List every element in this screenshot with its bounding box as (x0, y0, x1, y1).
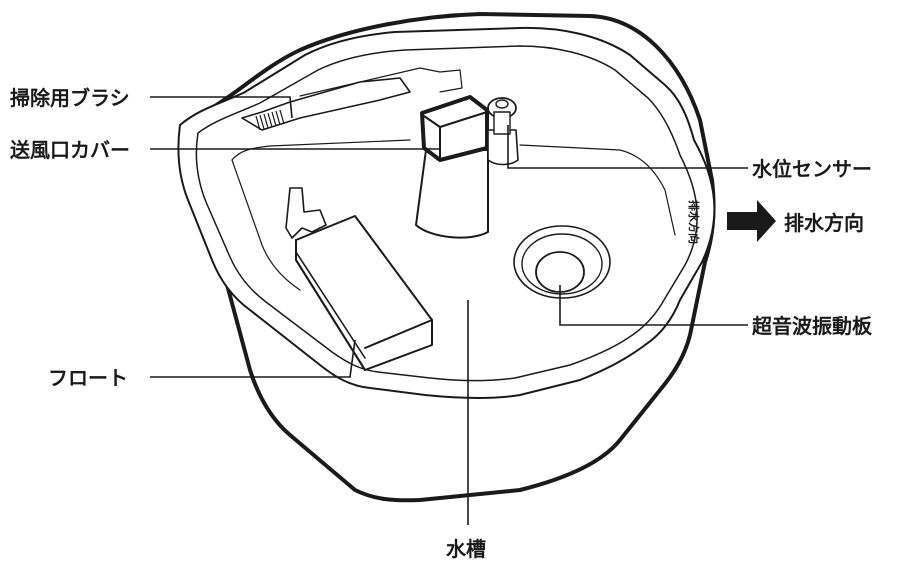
brush-bristles (255, 109, 285, 131)
label-drain-direction: 排水方向 (784, 211, 864, 235)
drain-arrow-icon (727, 200, 776, 242)
fan-vent-column (415, 149, 489, 239)
leader-sensor (507, 125, 748, 169)
water-level-sensor (487, 97, 519, 166)
ultrasonic-plate (513, 225, 611, 299)
label-brush: 掃除用ブラシ (10, 86, 130, 110)
embossed-drain-text: 排水方向 (687, 200, 701, 244)
brush-slot (299, 67, 463, 97)
fan-vent-cover (420, 95, 489, 162)
label-water-sensor: 水位センサー (752, 157, 872, 181)
float-arm (285, 187, 327, 239)
label-fan-cover: 送風口カバー (10, 138, 130, 162)
label-float: フロート (48, 366, 128, 390)
basin-line-2 (519, 144, 676, 236)
fan-cover-edge (423, 111, 488, 161)
brush-holder (241, 77, 411, 131)
leader-float (150, 339, 356, 378)
float-face-line (295, 251, 366, 359)
basin-line-3 (231, 159, 301, 291)
leader-ultrasonic (559, 285, 748, 326)
label-ultrasonic-plate: 超音波振動板 (751, 314, 873, 338)
tank-inner-rim (195, 45, 698, 382)
label-tank: 水槽 (446, 537, 486, 561)
leader-brush (150, 96, 293, 119)
float-edges (295, 239, 433, 371)
